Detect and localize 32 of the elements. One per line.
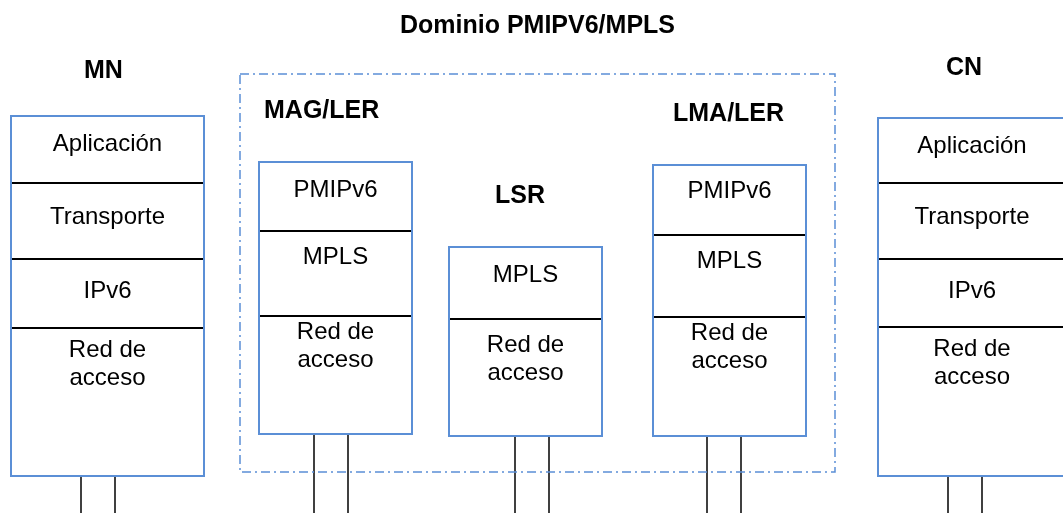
protocol-layer: Transporte (12, 182, 203, 258)
protocol-layer: MPLS (654, 234, 805, 316)
protocol-layer: MPLS (450, 246, 601, 318)
node-label: MAG/LER (264, 95, 380, 124)
domain-title: Dominio PMIPV6/MPLS (399, 10, 676, 39)
protocol-layer: PMIPv6 (654, 164, 805, 234)
node-label: MN (84, 55, 123, 84)
link-line (548, 436, 550, 513)
protocol-layer: Aplicación (879, 117, 1063, 182)
protocol-layer: Red de acceso (12, 327, 203, 477)
protocol-layer: PMIPv6 (260, 161, 411, 230)
link-line (80, 476, 82, 513)
link-line (313, 434, 315, 513)
link-line (947, 476, 949, 513)
link-line (706, 436, 708, 513)
node-label: LMA/LER (673, 98, 785, 127)
link-line (114, 476, 116, 513)
node-label: CN (946, 52, 983, 81)
protocol-layer: MPLS (260, 230, 411, 315)
protocol-layer: Aplicación (12, 115, 203, 182)
protocol-layer: Red de acceso (450, 318, 601, 437)
protocol-layer: Transporte (879, 182, 1063, 258)
node-label: LSR (495, 180, 545, 209)
link-line (514, 436, 516, 513)
protocol-layer: Red de acceso (654, 316, 805, 437)
protocol-layer: IPv6 (12, 258, 203, 327)
protocol-layer: Red de acceso (260, 315, 411, 435)
link-line (347, 434, 349, 513)
link-line (981, 476, 983, 513)
link-line (740, 436, 742, 513)
protocol-layer: Red de acceso (879, 326, 1063, 477)
protocol-layer: IPv6 (879, 258, 1063, 326)
